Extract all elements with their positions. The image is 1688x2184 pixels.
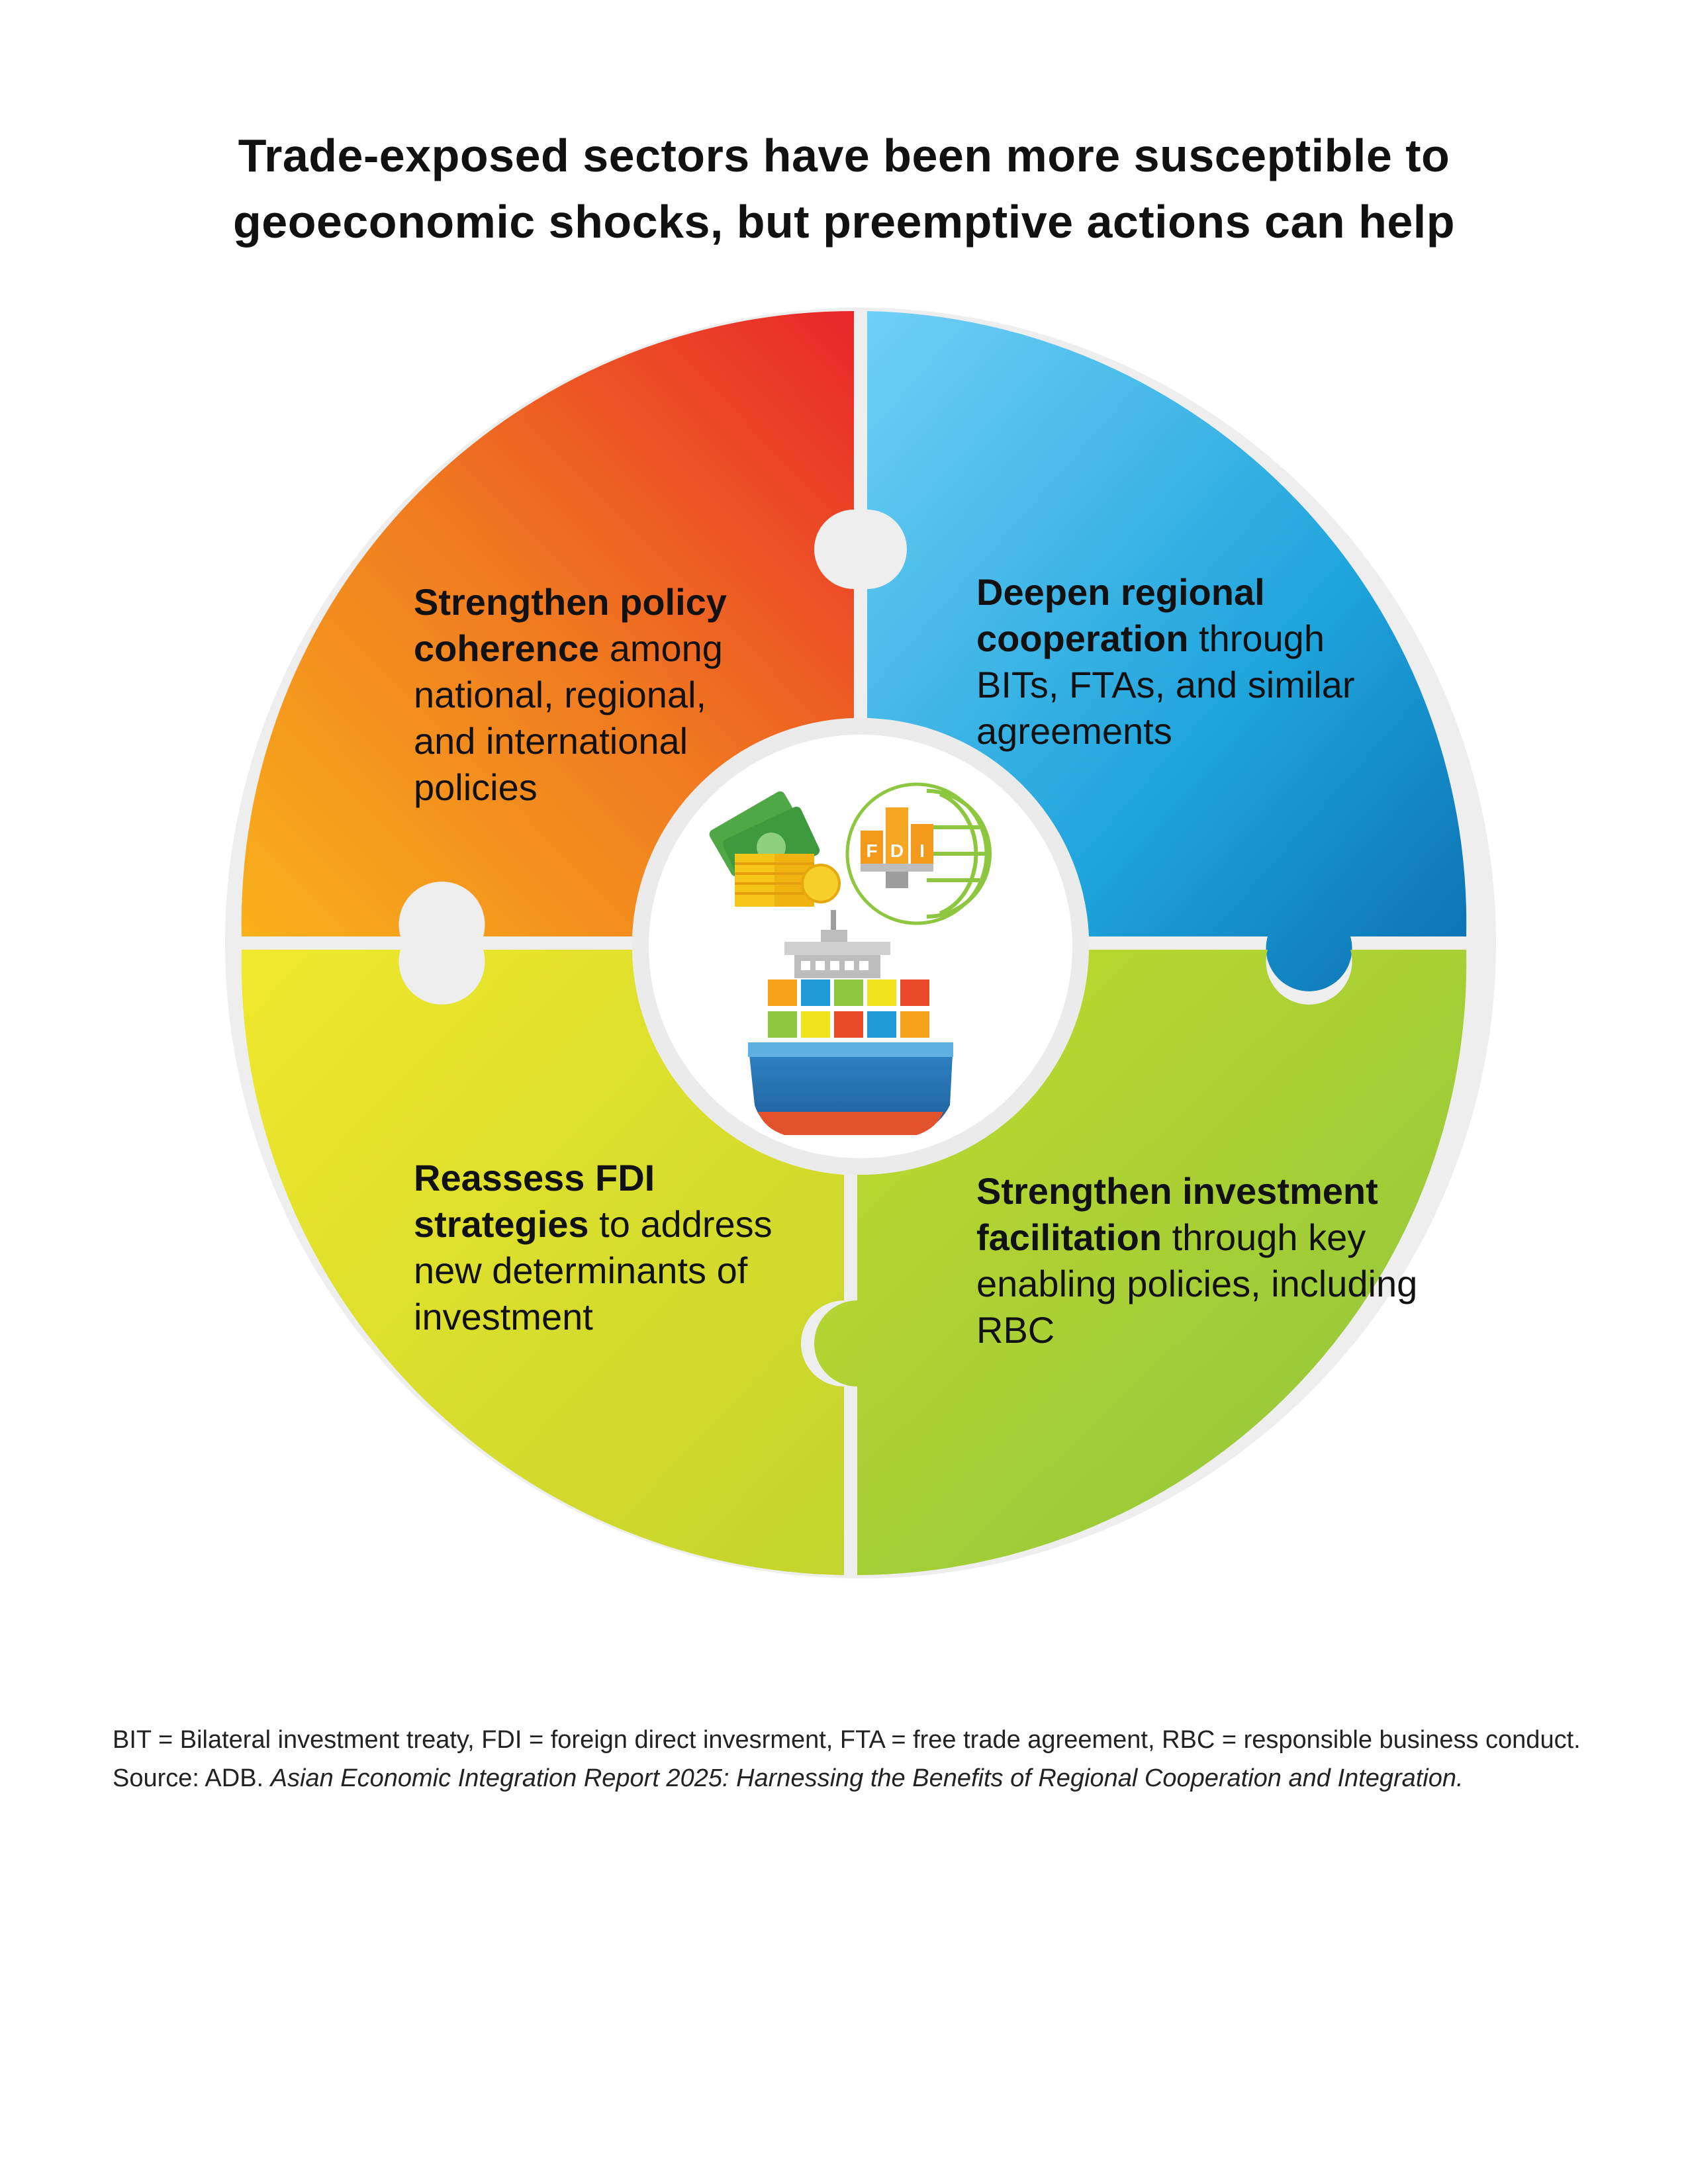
investment-facilitation-heading: Strengthen investment facilitation (976, 1170, 1378, 1258)
quadrant-bottom-right (814, 950, 1467, 1575)
investment-facilitation-detail: through key enabling policies, including… (976, 1216, 1418, 1351)
quadrant-bottom-left (241, 950, 845, 1575)
fdi-letter-d: D (890, 841, 904, 861)
source-note: Source: ADB. Asian Economic Integration … (113, 1759, 1602, 1797)
policy-coherence-heading: Strengthen policy coherence (414, 581, 727, 669)
quadrant-text-investment-facilitation: Strengthen investment facilitation throu… (976, 1168, 1427, 1353)
quadrant-top-right (867, 311, 1467, 991)
money-stack-icon (709, 791, 841, 907)
quadrant-top-left (241, 310, 854, 936)
quadrant-text-policy-coherence: Strengthen policy coherence among nation… (414, 579, 758, 811)
footnotes: BIT = Bilateral investment treaty, FDI =… (113, 1721, 1602, 1797)
abbreviations-note: BIT = Bilateral investment treaty, FDI =… (113, 1726, 1581, 1754)
regional-cooperation-detail: through BITs, FTAs, and similar agreemen… (976, 617, 1355, 752)
quadrant-text-fdi-strategies: Reassess FDI strategies to address new d… (414, 1155, 811, 1340)
fdi-strategies-heading: Reassess FDI strategies (414, 1157, 655, 1245)
source-prefix: Source: ADB. (113, 1764, 271, 1792)
page-title: Trade-exposed sectors have been more sus… (116, 122, 1572, 255)
container-ship-icon (748, 910, 953, 1135)
source-title: Asian Economic Integration Report 2025: … (270, 1764, 1464, 1792)
quadrant-text-regional-cooperation: Deepen regional cooperation through BITs… (976, 569, 1407, 754)
fdi-globe-icon: F D I (845, 782, 992, 925)
regional-cooperation-heading: Deepen regional cooperation (976, 571, 1265, 659)
fdi-strategies-detail: to address new determinants of investmen… (414, 1203, 773, 1338)
title-line-1: Trade-exposed sectors have been more sus… (238, 130, 1450, 181)
title-line-2: geoeconomic shocks, but preemptive actio… (233, 196, 1455, 248)
fdi-letter-f: F (866, 841, 877, 861)
policy-coherence-detail: among national, regional, and internatio… (414, 627, 723, 808)
fdi-letter-i: I (919, 841, 925, 861)
